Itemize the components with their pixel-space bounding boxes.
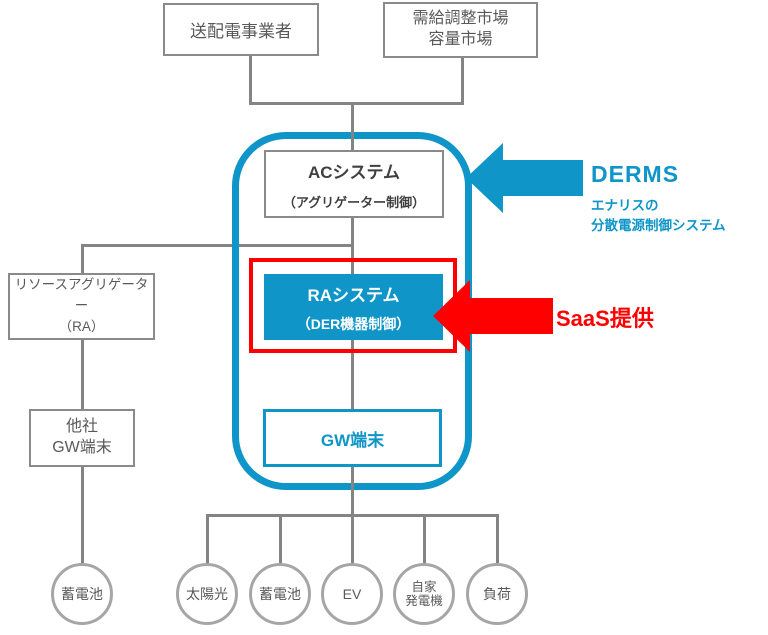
derms-arrow-icon (466, 143, 583, 213)
node-ra-system: RAシステム （DER機器制御） (264, 274, 443, 340)
node-resource-aggregator-line1: リソースアグリゲーター (14, 277, 149, 314)
circle-external-battery: 蓄電池 (51, 563, 113, 625)
connector-left-horizontal (81, 244, 353, 247)
derms-description-line2: 分散電源制御システム (591, 217, 726, 233)
node-ra-system-subtitle: （DER機器制御） (296, 315, 411, 332)
circle-external-battery-label: 蓄電池 (61, 585, 103, 602)
connector-top-horizontal (249, 102, 464, 105)
node-ac-system: ACシステム （アグリゲーター制御） (264, 150, 444, 218)
circle-ev-label: EV (342, 585, 362, 602)
node-other-gw-line2: GW端末 (52, 439, 112, 456)
node-ac-system-title: ACシステム (307, 162, 401, 182)
node-other-gw-line1: 他社 (65, 418, 98, 436)
circle-solar-label: 太陽光 (186, 585, 228, 602)
node-grid-operator-label: 送配電事業者 (190, 22, 292, 41)
node-ra-system-title: RAシステム (307, 285, 400, 305)
circle-generator-label-line2: 発電機 (405, 594, 443, 608)
node-resource-aggregator: リソースアグリゲーター （RA） (8, 273, 155, 340)
connector-market-down (461, 57, 464, 102)
connector-drop-generator (423, 514, 426, 563)
connector-left-vertical (81, 244, 84, 563)
node-ac-system-subtitle: （アグリゲーター制御） (282, 194, 426, 210)
circle-solar: 太陽光 (176, 563, 238, 625)
node-grid-operator: 送配電事業者 (163, 3, 319, 56)
saas-label: SaaS提供 (556, 306, 654, 331)
derms-description-line1: エナリスの (591, 198, 659, 213)
circle-battery-label: 蓄電池 (259, 585, 301, 602)
circle-generator-label-line1: 自家 (411, 579, 437, 594)
node-other-gw-terminal: 他社 GW端末 (29, 409, 135, 467)
node-resource-aggregator-line2: （RA） (58, 318, 105, 334)
node-gw-terminal-label: GW端末 (320, 430, 385, 450)
derms-title: DERMS (591, 161, 680, 187)
node-market-label-line2: 容量市場 (428, 31, 493, 48)
circle-generator: 自家 発電機 (393, 563, 455, 625)
circle-load-label: 負荷 (483, 585, 511, 602)
connector-drop-battery (279, 514, 282, 563)
node-market: 需給調整市場 容量市場 (383, 2, 538, 58)
derms-description: エナリスの 分散電源制御システム (591, 196, 726, 235)
circle-battery: 蓄電池 (249, 563, 311, 625)
connector-drop-solar (206, 514, 209, 563)
node-market-label-line1: 需給調整市場 (412, 10, 509, 28)
node-gw-terminal: GW端末 (263, 409, 442, 467)
connector-drop-load (496, 514, 499, 563)
circle-load: 負荷 (466, 563, 528, 625)
connector-grid-operator-down (249, 56, 252, 102)
circle-ev: EV (321, 563, 383, 625)
